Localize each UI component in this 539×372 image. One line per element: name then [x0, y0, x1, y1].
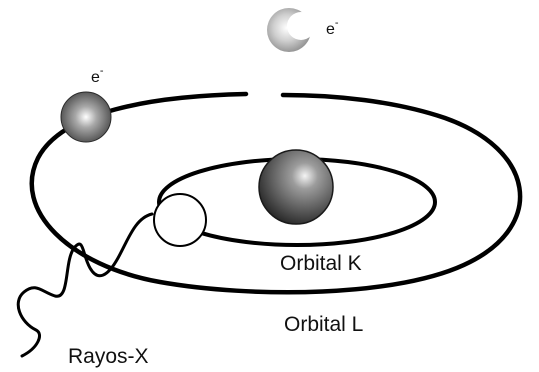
- orbital-l-label: Orbital L: [284, 313, 363, 336]
- vacancy-circle: [154, 194, 206, 246]
- electron-symbol-l-shell: e-: [91, 65, 104, 86]
- orbital-k-label: Orbital K: [280, 252, 362, 275]
- rayos-x-label: Rayos-X: [68, 345, 149, 368]
- electron-symbol-ejected: e-: [326, 17, 339, 38]
- electron-l-shell: [61, 92, 111, 142]
- nucleus: [259, 150, 333, 224]
- xray-wave: [18, 214, 152, 356]
